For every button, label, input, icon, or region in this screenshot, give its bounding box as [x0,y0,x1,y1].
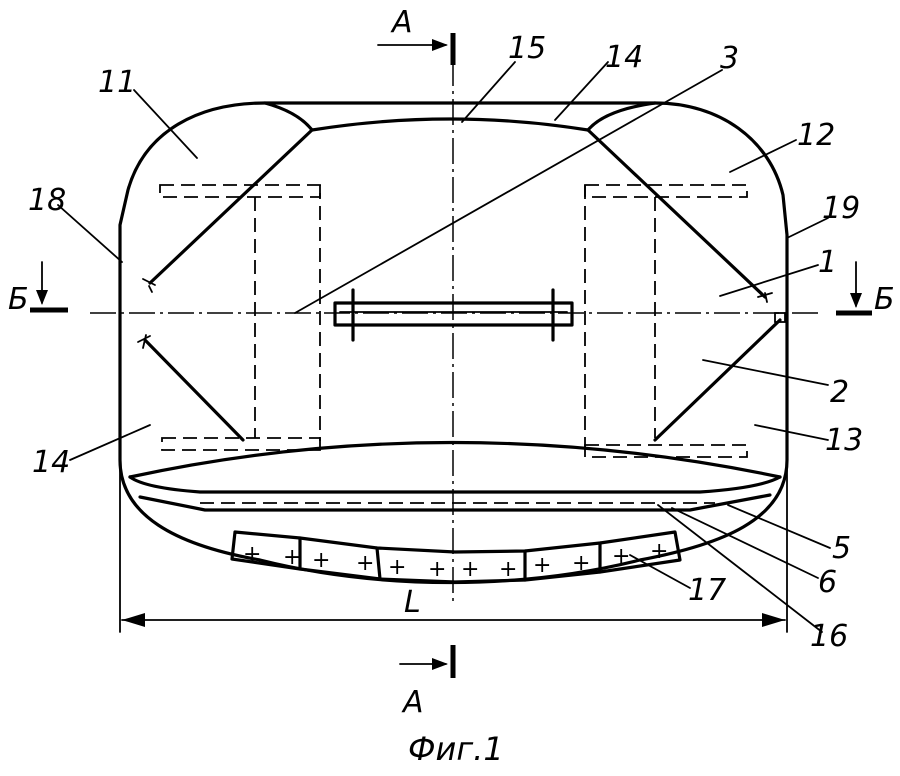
leader-11 [133,89,198,159]
callout-5: 5 [832,531,851,566]
callout-3: 3 [720,41,739,76]
section-aa-bottom-arrowhead [432,658,448,670]
callout-16: 16 [810,619,848,654]
callout-11: 11 [98,65,136,100]
right-pin [774,312,786,323]
brace-upper-right [586,128,767,299]
top-inner-arc [310,117,590,132]
plus-mark: + [572,551,590,576]
leader-6 [671,507,819,579]
plus-mark: + [243,542,261,567]
plus-mark: + [283,545,301,570]
leader-12 [729,139,797,173]
leader-3 [294,69,723,314]
top-left-corner-bevel [263,101,314,132]
left-top-flange [159,184,321,198]
dim-arrow-right [762,613,785,627]
brace-tick-ur [757,292,773,303]
callout-18: 19 [822,191,860,226]
brace-lower-right [653,318,782,442]
figure-caption: Фиг.1 [408,730,504,768]
section-bb-left-arrowhead [36,290,48,305]
bottom-deck-lower [138,493,772,512]
leader-1 [719,264,819,297]
right-top-flange [584,184,748,198]
brace-tick-ul [142,278,156,293]
dim-arrow-left [122,613,145,627]
plus-mark: + [312,548,330,573]
leader-13 [754,424,829,441]
leader-15 [461,61,516,123]
callout-2: 2 [830,375,849,410]
leader-2 [702,359,829,386]
leader-18 [786,217,829,239]
leader-14-top [554,61,609,121]
block-row [230,530,682,584]
brace-lower-left [143,338,245,442]
brace-tick-ll [137,334,151,349]
bottom-lens [128,440,782,479]
plus-mark: + [533,553,551,578]
section-aa-top-label: А [390,5,413,40]
callout-6: 6 [818,565,837,600]
section-bb-left-label: Б [8,282,29,317]
callout-17: 18 [28,183,66,218]
plus-mark: + [461,557,479,582]
section-aa-top-arrowhead [432,39,448,51]
dimension-label: L [404,585,421,620]
plus-mark: + [612,544,630,569]
callout-12: 12 [797,118,835,153]
leader-5 [727,504,831,549]
leader-19 [629,554,691,589]
top-right-corner-bevel [586,101,657,132]
section-aa-bottom-label: А [401,685,424,720]
plus-mark: + [388,555,406,580]
callout-14-top: 14 [605,40,643,75]
callout-14-left: 14 [32,445,70,480]
callout-15: 15 [508,31,546,66]
plus-mark: + [428,557,446,582]
callout-19: 17 [688,573,726,608]
callout-1: 1 [818,245,837,280]
leader-14-left [69,424,151,461]
callout-13: 13 [825,423,863,458]
brace-upper-left [148,128,314,285]
block-sep-2 [375,546,382,581]
leader-16 [657,504,823,633]
plus-mark: + [499,557,517,582]
plus-mark: + [650,539,668,564]
plus-mark: + [356,551,374,576]
leader-17 [57,204,123,263]
section-bb-right-arrowhead [850,293,862,308]
section-bb-right-label: Б [874,282,895,317]
bottom-deck-upper [128,475,782,494]
